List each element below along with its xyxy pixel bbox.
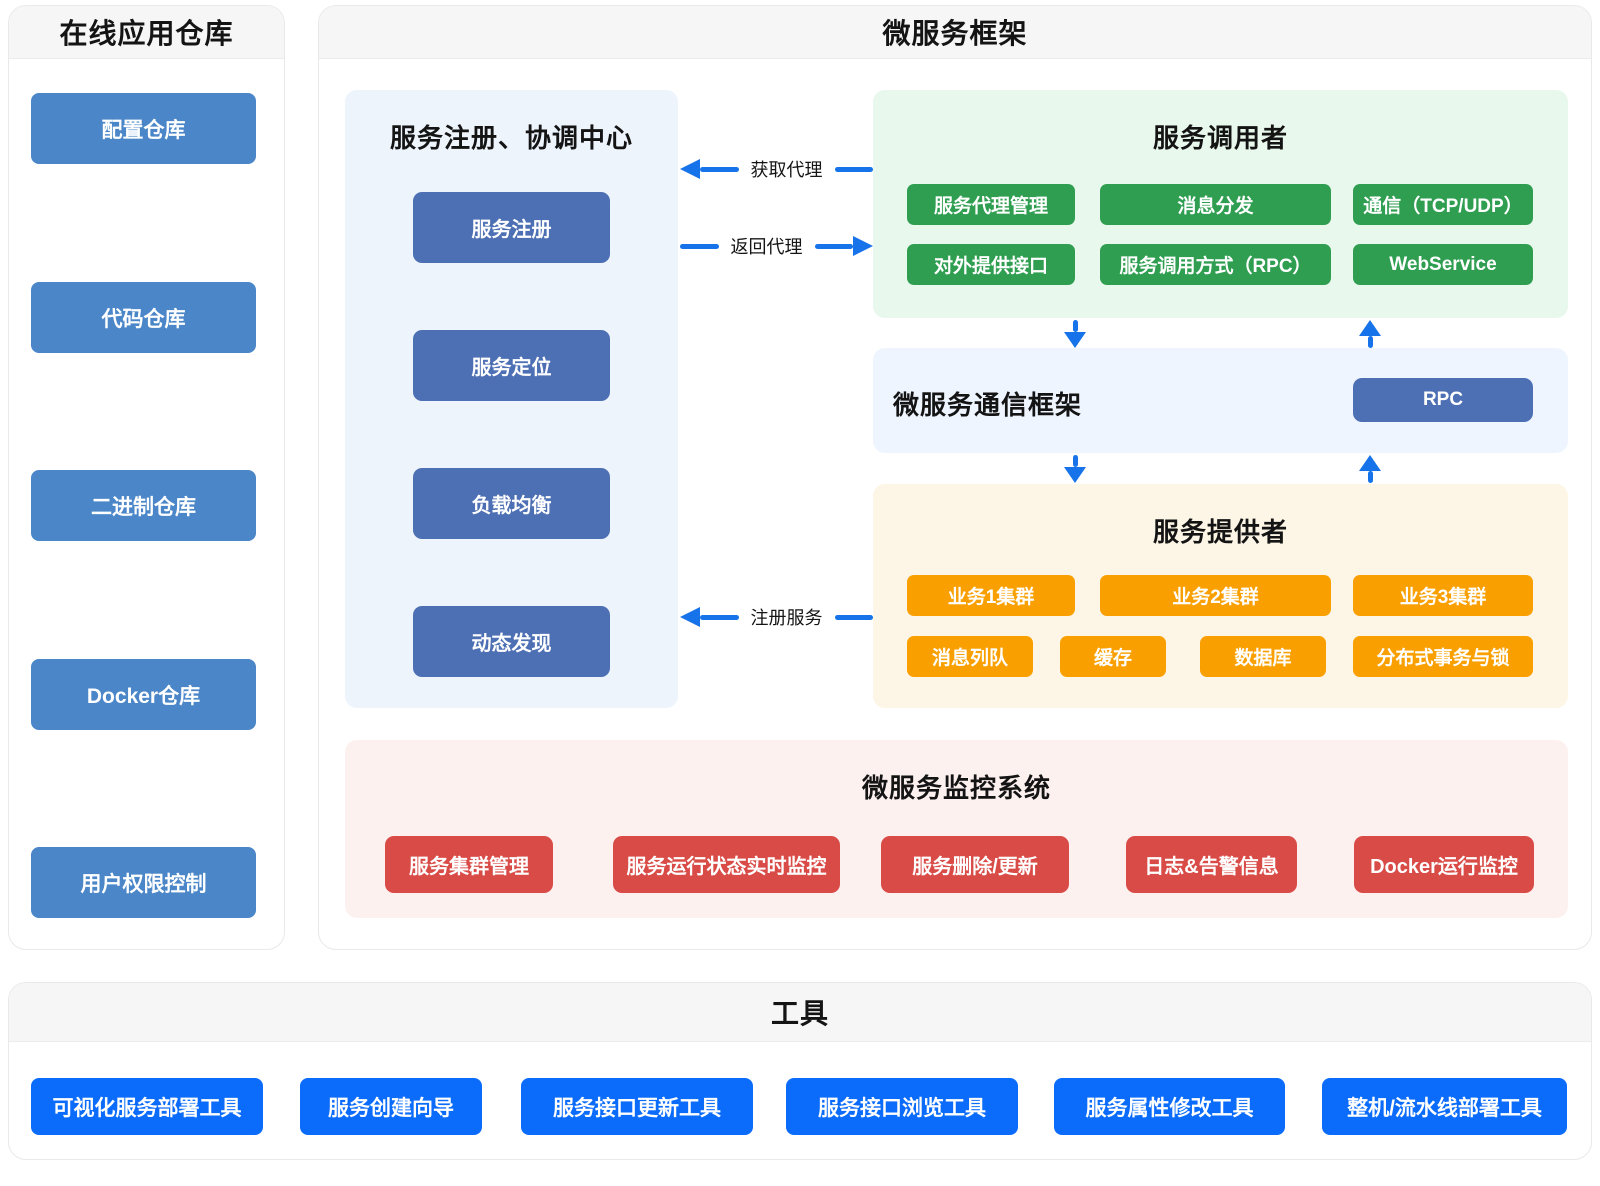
tools-header: 工具 xyxy=(9,983,1591,1042)
arrow-comm-to-consumer xyxy=(1359,320,1381,348)
arrowhead-up-icon xyxy=(1359,320,1381,336)
arrow-line xyxy=(700,614,739,620)
service-provider-title: 服务提供者 xyxy=(1152,517,1288,547)
repo-box-code[interactable]: 代码仓库 xyxy=(31,282,256,353)
monitor-box-runtime-realtime-monitor[interactable]: 服务运行状态实时监控 xyxy=(613,836,840,893)
online-repo-title: 在线应用仓库 xyxy=(59,18,234,49)
provider-box-cluster-3[interactable]: 业务3集群 xyxy=(1353,575,1533,616)
registry-box-service-locate[interactable]: 服务定位 xyxy=(413,330,610,401)
arrow-line xyxy=(1072,455,1078,467)
arrow-return-proxy: 返回代理 xyxy=(680,236,873,257)
consumer-box-external-api[interactable]: 对外提供接口 xyxy=(907,244,1075,285)
tool-button-attr-modify[interactable]: 服务属性修改工具 xyxy=(1054,1078,1285,1135)
provider-box-cluster-1[interactable]: 业务1集群 xyxy=(907,575,1075,616)
provider-box-cluster-2[interactable]: 业务2集群 xyxy=(1100,575,1331,616)
consumer-box-proxy-management[interactable]: 服务代理管理 xyxy=(907,184,1075,225)
arrowhead-down-icon xyxy=(1064,467,1086,483)
monitor-box-log-alert[interactable]: 日志&告警信息 xyxy=(1126,836,1297,893)
arrowhead-right-icon xyxy=(853,236,873,256)
repo-box-config[interactable]: 配置仓库 xyxy=(31,93,256,164)
arrowhead-up-icon xyxy=(1359,455,1381,471)
consumer-box-rpc-invocation[interactable]: 服务调用方式（RPC） xyxy=(1100,244,1331,285)
microservice-framework-title: 微服务框架 xyxy=(882,18,1028,49)
monitor-box-delete-update[interactable]: 服务删除/更新 xyxy=(881,836,1069,893)
provider-box-cache[interactable]: 缓存 xyxy=(1060,636,1166,677)
consumer-box-comm-tcp-udp[interactable]: 通信（TCP/UDP） xyxy=(1353,184,1533,225)
online-repo-header: 在线应用仓库 xyxy=(9,6,284,59)
arrow-line xyxy=(1367,471,1373,483)
tool-button-api-browse[interactable]: 服务接口浏览工具 xyxy=(786,1078,1018,1135)
arrowhead-down-icon xyxy=(1064,332,1086,348)
repo-box-docker[interactable]: Docker仓库 xyxy=(31,659,256,730)
tool-button-visual-deploy[interactable]: 可视化服务部署工具 xyxy=(31,1078,263,1135)
registry-center-title: 服务注册、协调中心 xyxy=(389,123,633,153)
rpc-box[interactable]: RPC xyxy=(1353,378,1533,422)
microservice-framework-header: 微服务框架 xyxy=(319,6,1591,59)
arrow-consumer-to-comm xyxy=(1064,320,1086,348)
arrow-line xyxy=(1072,320,1078,332)
arrow-label-return-proxy: 返回代理 xyxy=(730,237,803,257)
repo-box-user-permission[interactable]: 用户权限控制 xyxy=(31,847,256,918)
arrow-line xyxy=(700,166,739,172)
comm-framework-title: 微服务通信框架 xyxy=(893,390,1083,420)
arrow-line xyxy=(834,614,873,620)
arrow-line xyxy=(1367,336,1373,348)
arrow-label-register-service: 注册服务 xyxy=(750,608,823,628)
arrow-line xyxy=(680,243,719,249)
arrow-get-proxy: 获取代理 xyxy=(680,159,873,180)
repo-box-binary[interactable]: 二进制仓库 xyxy=(31,470,256,541)
arrow-line xyxy=(814,243,853,249)
registry-box-dynamic-discovery[interactable]: 动态发现 xyxy=(413,606,610,677)
provider-box-distributed-tx-lock[interactable]: 分布式事务与锁 xyxy=(1353,636,1533,677)
monitor-box-cluster-management[interactable]: 服务集群管理 xyxy=(385,836,553,893)
arrow-label-get-proxy: 获取代理 xyxy=(750,160,823,180)
registry-box-service-register[interactable]: 服务注册 xyxy=(413,192,610,263)
provider-box-database[interactable]: 数据库 xyxy=(1200,636,1326,677)
arrowhead-left-icon xyxy=(680,607,700,627)
arrow-register-service: 注册服务 xyxy=(680,607,873,628)
provider-box-message-queue[interactable]: 消息列队 xyxy=(907,636,1033,677)
consumer-box-message-dispatch[interactable]: 消息分发 xyxy=(1100,184,1331,225)
monitor-box-docker-runtime-monitor[interactable]: Docker运行监控 xyxy=(1354,836,1534,893)
tools-title: 工具 xyxy=(770,998,829,1029)
consumer-box-webservice[interactable]: WebService xyxy=(1353,244,1533,285)
arrow-comm-to-provider xyxy=(1064,455,1086,483)
registry-box-load-balance[interactable]: 负载均衡 xyxy=(413,468,610,539)
tool-button-create-wizard[interactable]: 服务创建向导 xyxy=(300,1078,482,1135)
tool-button-pipeline-deploy[interactable]: 整机/流水线部署工具 xyxy=(1322,1078,1567,1135)
tool-button-api-update[interactable]: 服务接口更新工具 xyxy=(521,1078,753,1135)
service-consumer-title: 服务调用者 xyxy=(1152,123,1288,153)
arrow-line xyxy=(834,166,873,172)
arrow-provider-to-comm xyxy=(1359,455,1381,483)
arrowhead-left-icon xyxy=(680,159,700,179)
monitor-system-title: 微服务监控系统 xyxy=(861,773,1051,803)
